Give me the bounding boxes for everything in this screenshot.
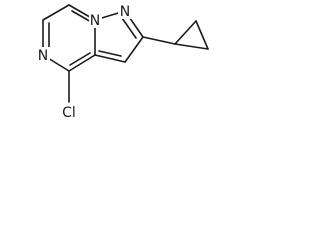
bond-c3-c3a-inner (98, 50, 122, 57)
bond-c3-c3a (94, 54, 126, 63)
bond-c3a-c4 (68, 54, 96, 72)
bond-c3a-c4-inner (69, 52, 91, 66)
bond-c7-n-bridge (42, 4, 70, 21)
six-membered-ring (42, 4, 96, 72)
bond-c2-cyclopropyl (142, 36, 176, 45)
bond-cyclopropyl-a (174, 20, 197, 45)
bond-cyclopropyl-c (174, 43, 209, 50)
atom-n-bridge: N (89, 12, 102, 29)
bond-c2-c3 (124, 36, 144, 63)
bond-cyclopropyl-b (195, 20, 209, 50)
atom-cl-label: Cl (62, 105, 76, 121)
atom-cl: Cl (58, 103, 80, 121)
atom-n-left-label: N (38, 48, 48, 64)
atom-n-top-label: N (120, 4, 130, 20)
atom-n-bridge-label: N (90, 13, 100, 29)
five-membered-ring (94, 10, 144, 63)
cyclopropyl-group (142, 20, 209, 50)
atom-n-top: N (118, 3, 132, 20)
atom-n-left: N (36, 47, 50, 64)
bond-n-top-c2-inner (121, 17, 137, 39)
molecule-structure-diagram: N N N Cl (36, 3, 209, 121)
